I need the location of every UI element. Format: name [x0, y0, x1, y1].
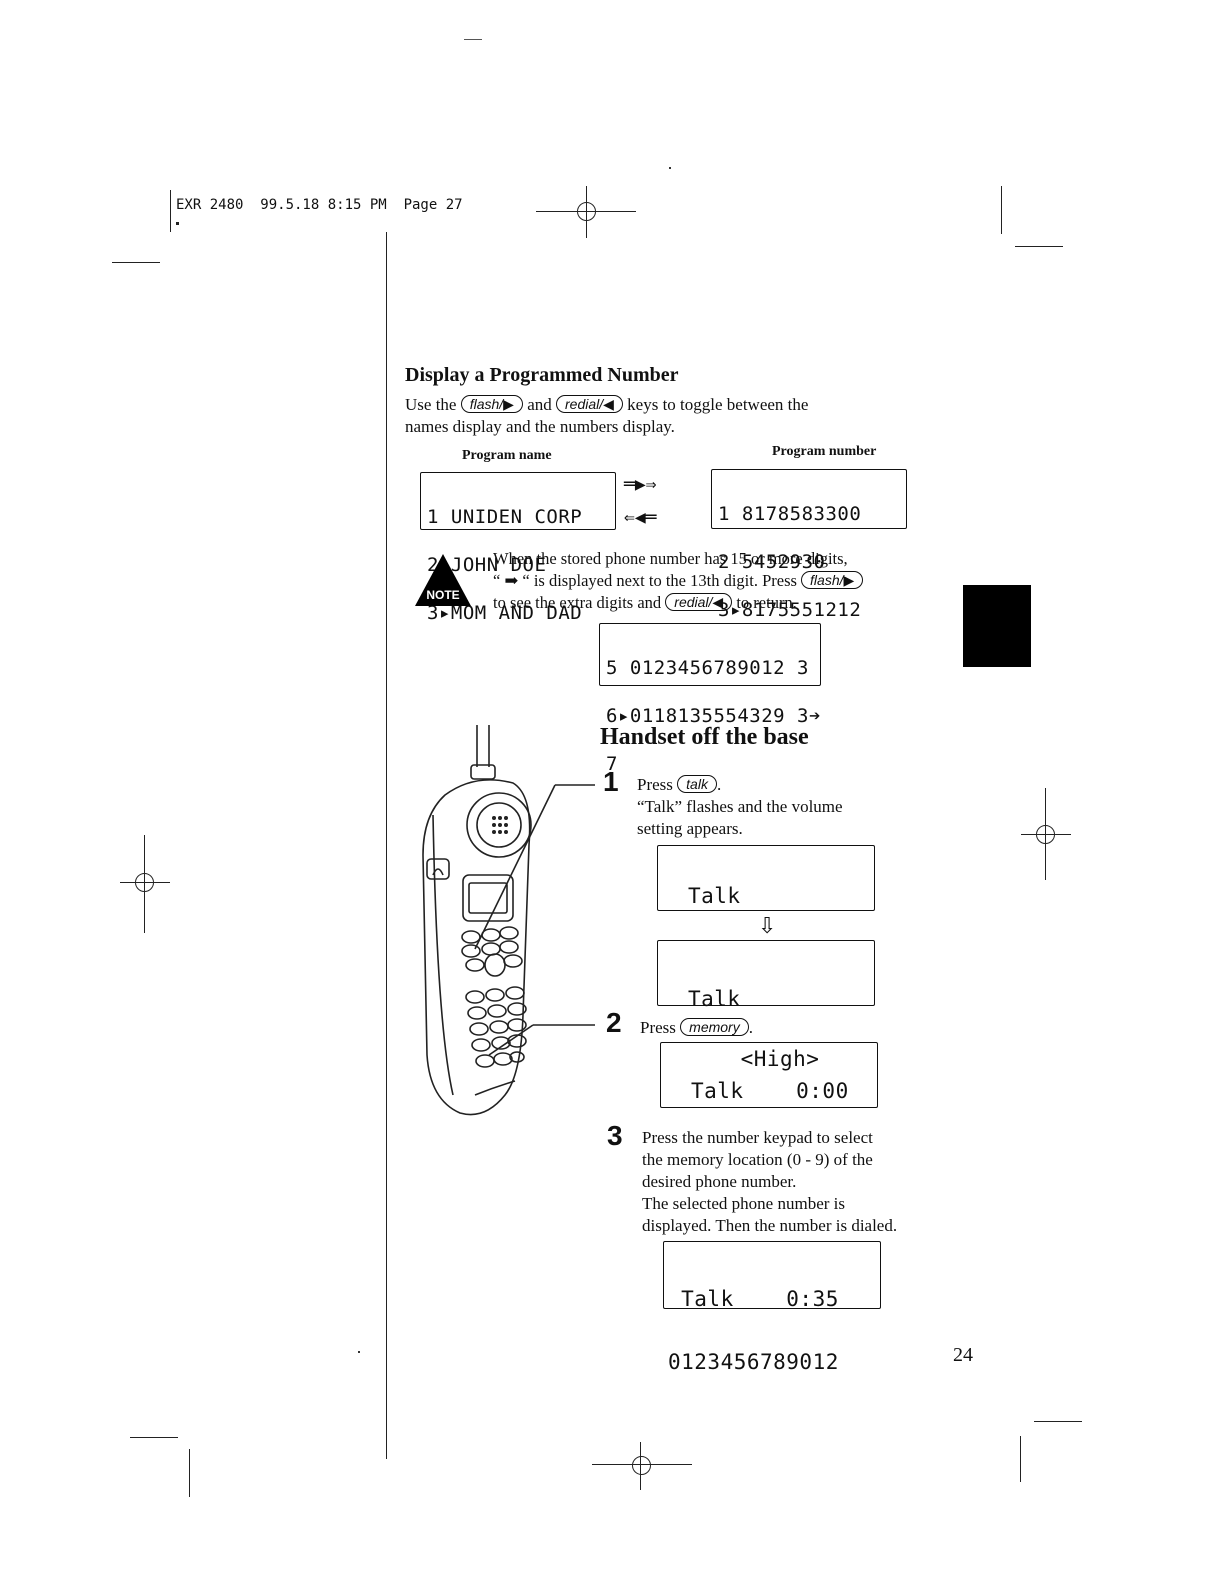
step-1-lcd-b-row: <High>	[688, 1047, 820, 1071]
step-1-press: Press	[637, 775, 673, 794]
down-arrow-icon: ⇩	[758, 914, 777, 939]
names-lcd-row: 2 JOHN DOE	[427, 554, 547, 576]
label-program-number: Program number	[772, 444, 877, 459]
step-3-text: Press the number keypad to select the me…	[642, 1127, 952, 1237]
print-slug: EXR 2480 99.5.18 8:15 PM Page 27	[176, 197, 463, 213]
step-1-number: 1	[603, 766, 619, 797]
step-1-desc1: “Talk” flashes and the volume	[637, 797, 843, 816]
step-3-number: 3	[607, 1120, 623, 1151]
numbers-lcd-row: 1 8178583300	[718, 503, 862, 525]
crop-mark-br-h	[1034, 1421, 1082, 1422]
note-badge-text: NOTE	[426, 588, 460, 602]
arrow-to-numbers-icon: ═▶⇒	[624, 474, 657, 495]
step-1-desc2: setting appears.	[637, 819, 743, 838]
step-3-line: displayed. Then the number is dialed.	[642, 1216, 898, 1235]
intro-rest: keys to toggle between the	[627, 395, 809, 414]
label-program-name: Program name	[462, 448, 552, 463]
flash-key: flash/▶	[460, 395, 523, 413]
note-line3a: to see the extra digits and	[493, 593, 662, 612]
step-2-lcd: Talk 0:00	[660, 1042, 878, 1108]
registration-mark-bottom	[592, 1442, 692, 1490]
step-1-lcd-a-row: Talk	[688, 884, 741, 908]
talk-key: talk	[677, 775, 717, 793]
step-3-line: desired phone number.	[642, 1172, 797, 1191]
registration-mark-right	[1021, 788, 1071, 880]
note-lcd: 5 0123456789012 3 6▸0118135554329 3➔ 7	[599, 623, 821, 774]
handset-illustration	[405, 715, 635, 1130]
section-title-handset: Handset off the base	[600, 724, 809, 750]
numbers-lcd-row: 2 5452930	[718, 551, 826, 573]
note-lcd-row: 6▸0118135554329 3➔	[606, 705, 821, 727]
page-number: 24	[953, 1344, 973, 1366]
numbers-lcd-row: 3▸8175551212	[718, 599, 862, 621]
intro-line2: names display and the numbers display.	[405, 417, 675, 436]
step-3-lcd-row: 0123456789012	[668, 1350, 839, 1374]
crop-mark-tl-h	[112, 262, 160, 263]
slug-bar	[170, 190, 171, 232]
section-title-display: Display a Programmed Number	[405, 364, 679, 386]
memory-key: memory	[680, 1018, 749, 1036]
step-3-line: Press the number keypad to select	[642, 1128, 873, 1147]
step-2-text: Press memory.	[640, 1018, 753, 1037]
registration-mark-top	[536, 186, 636, 238]
step-2-press: Press	[640, 1018, 676, 1037]
note-lcd-row: 7	[606, 753, 618, 775]
note-lcd-row: 5 0123456789012 3	[606, 657, 809, 679]
speckle	[669, 167, 671, 169]
registration-mark-left	[120, 835, 170, 933]
names-lcd: 1 UNIDEN CORP 2 JOHN DOE 3▸MOM AND DAD	[420, 472, 616, 623]
step-3-lcd-row: Talk 0:35	[668, 1287, 839, 1311]
names-lcd-row: 3▸MOM AND DAD	[427, 602, 583, 624]
step-3-lcd: Talk 0:35 0123456789012	[663, 1241, 881, 1373]
names-lcd-row: 1 UNIDEN CORP	[427, 506, 583, 528]
note-icon: NOTE	[413, 552, 473, 608]
arrow-to-names-icon: ⇐◀═	[624, 507, 657, 528]
step-2-number: 2	[606, 1007, 622, 1038]
gutter-line	[386, 232, 387, 1459]
crop-mark-bl-v	[189, 1449, 190, 1497]
speckle	[358, 1351, 360, 1353]
note-line1: When the stored phone number has 15 or m…	[493, 549, 848, 568]
note-line2: “ ➡ “ is displayed next to the 13th digi…	[493, 571, 797, 590]
crop-mark-tr-h	[1015, 246, 1063, 247]
crop-mark-bl-h	[130, 1437, 178, 1438]
step-2-lcd-row: Talk 0:00	[691, 1079, 849, 1103]
step-1-lcd-a: Talk	[657, 845, 875, 911]
thumb-tab	[963, 585, 1031, 667]
step-1-text: Press talk. “Talk” flashes and the volum…	[637, 774, 937, 840]
redial-key: redial/◀	[556, 395, 623, 413]
display-intro: Use the flash/▶ and redial/◀ keys to tog…	[405, 394, 925, 438]
crop-mark-tr-v	[1001, 186, 1002, 234]
note-flash-key: flash/▶	[801, 571, 864, 589]
step-3-line: The selected phone number is	[642, 1194, 845, 1213]
intro-use: Use the	[405, 395, 457, 414]
step-1-lcd-b-row: Talk	[688, 987, 741, 1011]
note-line3b: to return.	[736, 593, 797, 612]
intro-and: and	[527, 395, 552, 414]
slug-tick	[176, 222, 179, 225]
step-3-line: the memory location (0 - 9) of the	[642, 1150, 873, 1169]
crop-mark-br-v	[1020, 1436, 1021, 1482]
speckle	[464, 39, 482, 40]
note-redial-key: redial/◀	[665, 593, 733, 611]
note-text: When the stored phone number has 15 or m…	[493, 548, 953, 614]
numbers-lcd: 1 8178583300 2 5452930 3▸8175551212	[711, 469, 907, 620]
step-1-lcd-b: Talk <High>	[657, 940, 875, 1070]
